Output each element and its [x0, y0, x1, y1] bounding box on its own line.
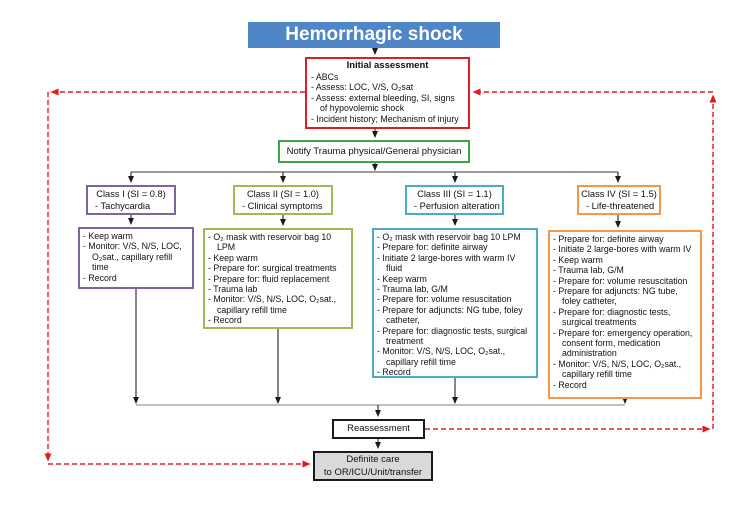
class4-title: Class IV (SI = 1.5) [581, 189, 657, 199]
class2-title: Class II (SI = 1.0) [246, 189, 320, 199]
action-item: - Prepare for: diagnostic tests, surgica… [377, 325, 528, 347]
class3-subtitle: - Perfusion alteration [414, 201, 500, 211]
action-item: - Initiate 2 large-bores with warm IV [553, 244, 692, 255]
class3-header-box: Class III (SI = 1.1) - Perfusion alterat… [405, 185, 504, 215]
action-item: - Trauma lab, G/M [553, 265, 624, 276]
definite-care-line2: to OR/ICU/Unit/transfer [323, 466, 423, 478]
class4-actions-list: - Prepare for: definite airway- Initiate… [553, 234, 697, 390]
class3-actions-box: - O₂ mask with reservoir bag 10 LPM- Pre… [372, 228, 538, 378]
action-item: - Prepare for: definite airway [553, 234, 664, 244]
action-item: - Prepare for: fluid replacement [208, 273, 330, 284]
class1-actions-list: - Keep warm- Monitor: V/S, N/S, LOC, O₂s… [83, 231, 189, 283]
feedback-loop-lines [44, 88, 717, 468]
action-item: - Monitor: V/S, N/S, LOC, O₂sat., capill… [83, 241, 182, 273]
class4-actions-box: - Prepare for: definite airway- Initiate… [548, 230, 702, 399]
list-item: - Incident history; Mechanism of injury [311, 113, 459, 124]
action-item: - Monitor: V/S, N/S, LOC, O₂sat., capill… [377, 346, 506, 367]
action-item: - Monitor: V/S, N/S, LOC, O₂sat., capill… [553, 358, 682, 380]
definite-care-line1: Definite care [346, 454, 400, 465]
class2-subtitle: - Clinical symptoms [242, 201, 323, 211]
class3-actions-list: - O₂ mask with reservoir bag 10 LPM- Pre… [377, 232, 533, 378]
action-item: - Record [377, 367, 411, 378]
action-item: - Prepare for: diagnostic tests, surgica… [553, 306, 671, 328]
action-item: - Prepare for: volume resuscitation [377, 294, 512, 305]
class1-subtitle: - Tachycardia [95, 201, 151, 211]
action-item: - Keep warm [83, 231, 133, 241]
class1-header-box: Class I (SI = 0.8) - Tachycardia [86, 185, 176, 215]
class1-title: Class I (SI = 0.8) [96, 189, 166, 199]
action-item: - Initiate 2 large-bores with warm IV fl… [377, 252, 516, 274]
list-item: - Assess: external bleeding, SI, signs o… [311, 92, 455, 114]
action-item: - Prepare for: definite airway [377, 242, 488, 253]
action-item: - Keep warm [208, 252, 258, 263]
solid-connectors [128, 48, 628, 449]
reassessment-box: Reassessment [332, 419, 425, 439]
action-item: - Trauma lab, G/M [377, 284, 448, 295]
action-item: - O₂ mask with reservoir bag 10 LPM [377, 232, 521, 242]
class2-actions-list: - O₂ mask with reservoir bag 10 LPM- Kee… [208, 232, 348, 326]
action-item: - Prepare for: emergency operation, cons… [553, 327, 693, 359]
action-item: - Trauma lab [208, 284, 258, 295]
action-item: - Record [208, 315, 242, 326]
action-item: - Prepare for: volume resuscitation [553, 275, 688, 286]
action-item: - O₂ mask with reservoir bag 10 LPM [208, 232, 332, 253]
action-item: - Keep warm [553, 254, 603, 265]
initial-assessment-heading: Initial assessment [346, 60, 429, 71]
action-item: - Prepare for: surgical treatments [208, 263, 337, 274]
initial-assessment-box: Initial assessment - ABCs- Assess: LOC, … [305, 57, 470, 129]
action-item: - Record [553, 379, 587, 390]
definite-care-box: Definite care to OR/ICU/Unit/transfer [313, 451, 433, 481]
action-item: - Prepare for adjuncts: NG tube, foley c… [377, 304, 523, 326]
class2-actions-box: - O₂ mask with reservoir bag 10 LPM- Kee… [203, 228, 353, 329]
action-item: - Monitor: V/S, N/S, LOC, O₂sat., capill… [208, 294, 337, 315]
list-item: - ABCs [311, 72, 339, 82]
class3-title: Class III (SI = 1.1) [417, 189, 492, 199]
notify-physician-box: Notify Trauma physical/General physician [278, 140, 470, 163]
class1-actions-box: - Keep warm- Monitor: V/S, N/S, LOC, O₂s… [78, 227, 194, 289]
action-item: - Prepare for adjuncts: NG tube, foley c… [553, 286, 678, 307]
class4-subtitle: - Life-threatened [586, 201, 655, 211]
class2-header-box: Class II (SI = 1.0) - Clinical symptoms [233, 185, 333, 215]
class4-header-box: Class IV (SI = 1.5) - Life-threatened [577, 185, 661, 215]
list-item: - Assess: LOC, V/S, O₂sat [311, 82, 414, 93]
action-item: - Record [83, 272, 117, 283]
action-item: - Keep warm [377, 273, 427, 284]
title-banner: Hemorrhagic shock [248, 22, 500, 48]
initial-assessment-items: - ABCs- Assess: LOC, V/S, O₂sat- Assess:… [311, 72, 464, 124]
